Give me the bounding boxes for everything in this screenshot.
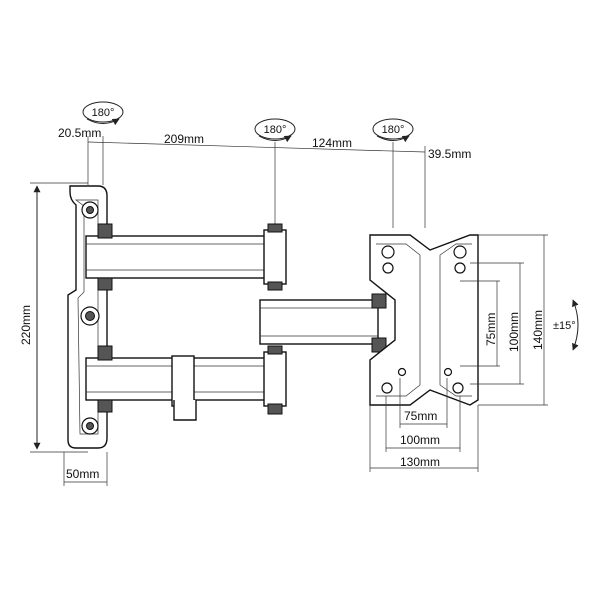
rotation-badge-middle: 180°	[254, 118, 296, 143]
dim-vesa-h-100: 100mm	[400, 433, 440, 447]
top-dimension-chain: 20.5mm 209mm 124mm 39.5mm	[58, 126, 471, 230]
connecting-arm	[259, 293, 387, 353]
rotation-label-left: 180°	[92, 107, 115, 119]
dim-vesa-v-75: 75mm	[484, 313, 498, 346]
dim-vesa-h-75: 75mm	[404, 409, 437, 423]
rotation-label-plate: 180°	[382, 124, 405, 136]
tilt-indicator: ±15°	[553, 299, 579, 351]
dim-second-arm: 124mm	[312, 136, 352, 150]
rotation-badge-left: 180°	[82, 101, 124, 126]
vesa-vertical-dimensions: 75mm 100mm 140mm	[460, 234, 548, 406]
dim-height: 220mm	[19, 305, 33, 345]
dim-arm-length: 209mm	[164, 132, 204, 146]
height-dimension: 220mm	[19, 182, 88, 453]
dim-wall-offset: 20.5mm	[58, 126, 101, 140]
vesa-plate	[369, 234, 479, 406]
dim-plate-offset: 39.5mm	[428, 147, 471, 161]
base-width-dimension: 50mm	[63, 452, 108, 486]
rotation-label-middle: 180°	[264, 124, 287, 136]
lower-arm	[85, 345, 287, 421]
dim-base-width: 50mm	[66, 467, 99, 481]
dim-plate-width: 130mm	[400, 455, 440, 469]
dim-plate-height: 140mm	[531, 310, 545, 350]
vesa-horizontal-dimensions: 75mm 100mm 130mm	[369, 378, 479, 472]
rotation-badge-plate: 180°	[372, 118, 414, 143]
dim-vesa-v-100: 100mm	[507, 312, 521, 352]
upper-arm	[85, 223, 287, 291]
tilt-label: ±15°	[553, 320, 576, 332]
